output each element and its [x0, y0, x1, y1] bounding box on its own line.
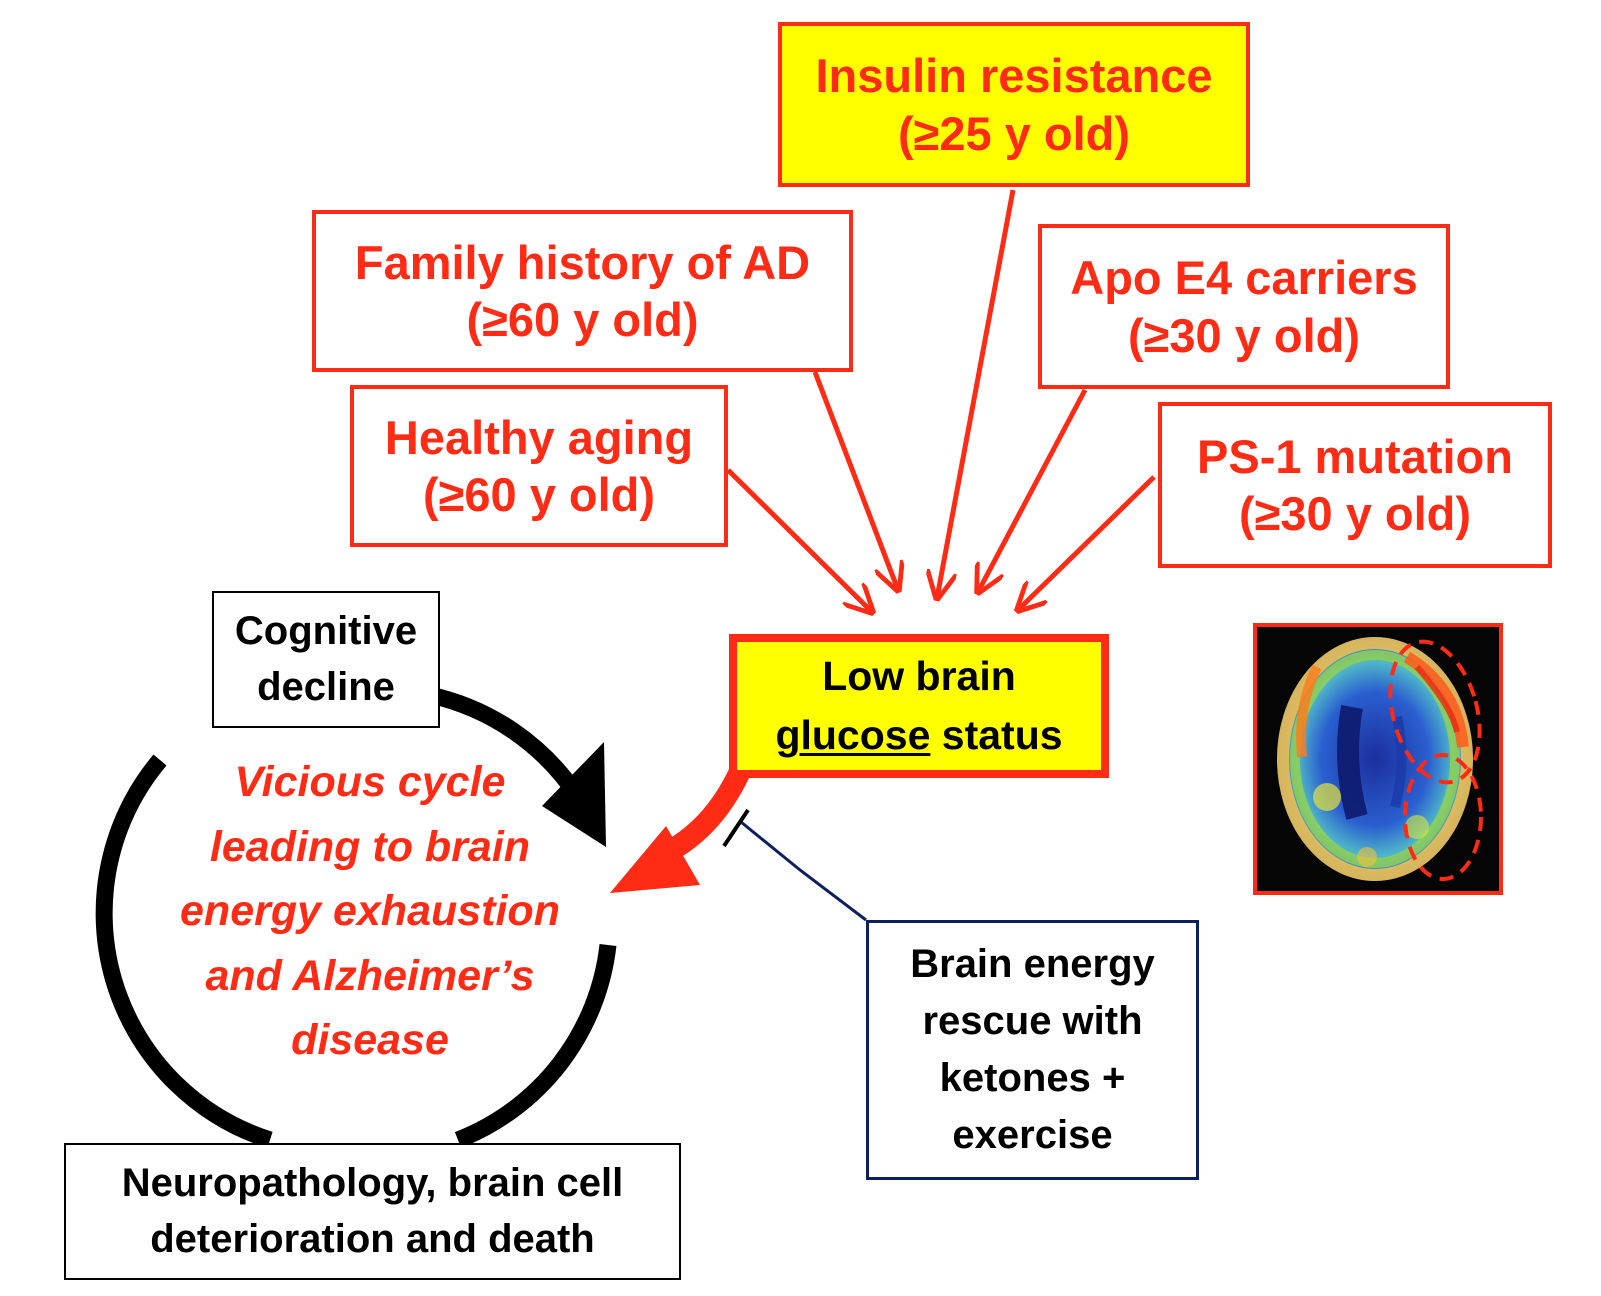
arrow-apoe4 [978, 388, 1088, 592]
t-bar-inhibition-icon [722, 808, 750, 848]
healthy-aging-box: Healthy aging (≥60 y old) [350, 385, 728, 547]
vicious-cycle-line: energy exhaustion [180, 887, 560, 935]
dashed-region-lower [1403, 753, 1483, 881]
ps1-mutation-box: PS-1 mutation (≥30 y old) [1158, 402, 1552, 568]
healthy-aging-age: (≥60 y old) [422, 468, 656, 521]
vicious-cycle-line: Vicious cycle [234, 758, 506, 806]
cognitive-decline-line1: Cognitive [234, 609, 418, 654]
ps1-mutation-title: PS-1 mutation [1197, 429, 1513, 483]
apoe4-box: Apo E4 carriers (≥30 y old) [1038, 224, 1450, 389]
rescue-line: ketones + [939, 1056, 1126, 1100]
cognitive-decline-line2: decline [257, 664, 395, 709]
rescue-line: exercise [952, 1112, 1113, 1157]
insulin-resistance-box: Insulin resistance (≥25 y old) [778, 22, 1250, 187]
vicious-cycle-line: disease [291, 1016, 449, 1064]
low-brain-glucose-line1: Low brain [822, 652, 1016, 699]
insulin-resistance-age: (≥25 y old) [897, 106, 1131, 160]
arrow-healthy-aging [726, 468, 872, 612]
brain-pet-scan-image [1253, 623, 1503, 895]
inhibition-connector [740, 820, 867, 922]
arrow-ps1 [1018, 475, 1156, 610]
apoe4-age: (≥30 y old) [1127, 308, 1361, 362]
rescue-line: rescue with [922, 999, 1143, 1044]
family-history-title: Family history of AD [354, 235, 811, 289]
big-red-arrow-shaft [662, 762, 753, 862]
vicious-cycle-line: and Alzheimer’s [205, 951, 535, 1000]
low-brain-glucose-line2: glucose status [775, 706, 1062, 765]
arrow-insulin-resistance [937, 189, 1016, 598]
low-brain-glucose-box: Low brain glucose status [729, 634, 1109, 778]
brain-energy-rescue-box: Brain energy rescue with ketones + exerc… [866, 920, 1199, 1180]
big-red-arrowhead [610, 826, 700, 893]
vicious-cycle-line: leading to brain [209, 822, 531, 871]
cycle-ring [95, 686, 617, 1149]
neuropathology-line2: deterioration and death [150, 1216, 595, 1261]
neuropathology-box: Neuropathology, brain cell deterioration… [64, 1143, 681, 1280]
healthy-aging-title: Healthy aging [384, 410, 694, 464]
cycle-arrowhead [542, 742, 606, 847]
vicious-cycle-text: Vicious cycle leading to brain energy ex… [130, 750, 610, 1073]
glucose-underlined-word: glucose [775, 712, 931, 758]
apoe4-title: Apo E4 carriers [1070, 251, 1418, 305]
status-word: status [930, 712, 1063, 758]
ps1-mutation-age: (≥30 y old) [1238, 487, 1472, 540]
family-history-age: (≥60 y old) [466, 293, 699, 346]
risk-arrows [726, 189, 1156, 612]
family-history-box: Family history of AD (≥60 y old) [312, 210, 853, 372]
rescue-line: Brain energy [910, 942, 1155, 987]
brain-rim-warm [1277, 637, 1473, 881]
insulin-resistance-title: Insulin resistance [815, 49, 1213, 103]
cognitive-decline-box: Cognitive decline [212, 591, 440, 728]
arrow-family-history [812, 371, 898, 590]
neuropathology-line1: Neuropathology, brain cell [121, 1161, 624, 1206]
